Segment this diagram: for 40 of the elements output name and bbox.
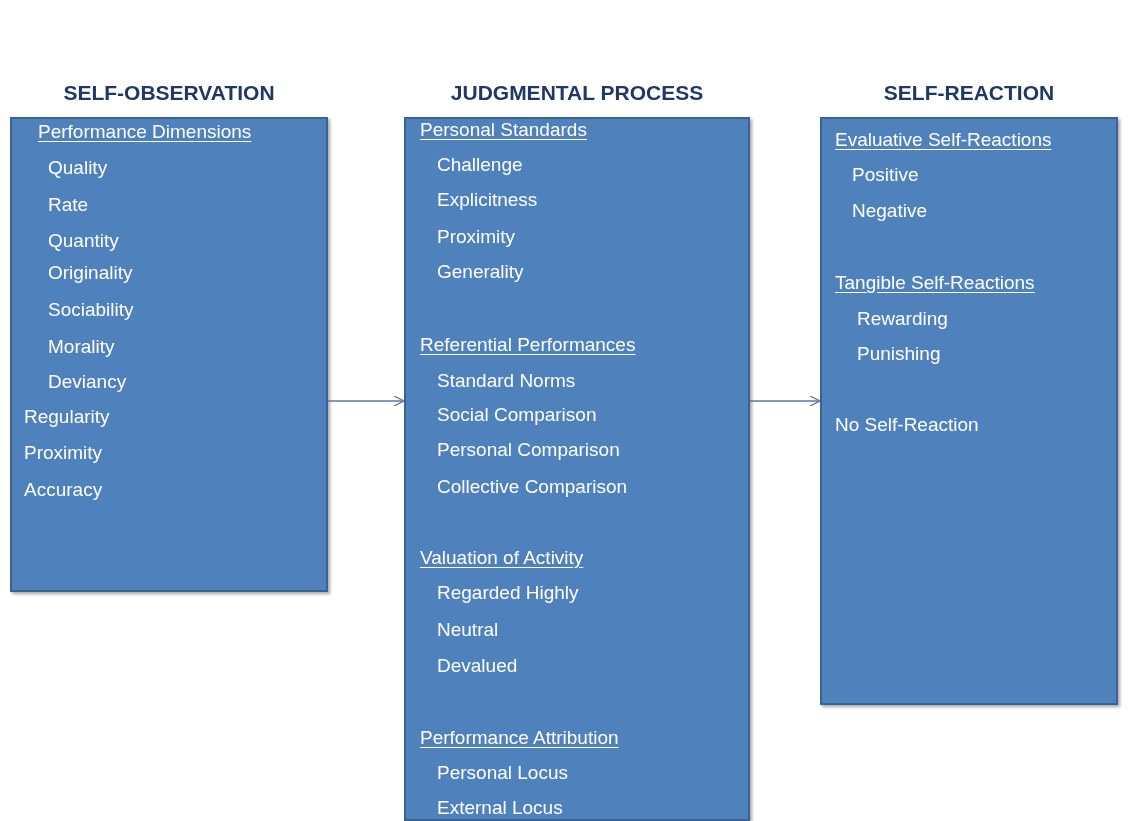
list-item: No Self-Reaction xyxy=(835,413,979,437)
list-item: Neutral xyxy=(437,618,499,642)
category-heading: Performance Dimensions xyxy=(38,120,252,144)
arrow xyxy=(749,395,821,407)
category-heading: Performance Attribution xyxy=(420,726,619,750)
list-item: Personal Locus xyxy=(437,761,568,785)
list-item: Standard Norms xyxy=(437,369,576,393)
list-item: Quantity xyxy=(48,229,119,253)
column-heading: JUDGMENTAL PROCESS xyxy=(449,80,705,106)
list-item: Proximity xyxy=(437,225,516,249)
column-heading: SELF-REACTION xyxy=(882,80,1056,106)
category-heading: Personal Standards xyxy=(420,118,587,142)
list-item: Generality xyxy=(437,260,524,284)
list-item: Devalued xyxy=(437,654,518,678)
list-item: Challenge xyxy=(437,153,523,177)
list-item: Originality xyxy=(48,261,133,285)
list-item: Negative xyxy=(852,199,927,223)
category-heading: Referential Performances xyxy=(420,333,636,357)
list-item: Quality xyxy=(48,156,108,180)
list-item: Proximity xyxy=(24,441,103,465)
list-item: Collective Comparison xyxy=(437,475,628,499)
list-item: Regularity xyxy=(24,405,110,429)
list-item: Positive xyxy=(852,163,919,187)
arrow xyxy=(327,395,405,407)
list-item: Punishing xyxy=(857,342,941,366)
list-item: Social Comparison xyxy=(437,403,597,427)
list-item: Morality xyxy=(48,335,115,359)
list-item: Sociability xyxy=(48,298,134,322)
list-item: Rewarding xyxy=(857,307,948,331)
category-heading: Tangible Self-Reactions xyxy=(835,271,1035,295)
list-item: Regarded Highly xyxy=(437,581,579,605)
list-item: External Locus xyxy=(437,796,563,820)
list-item: Rate xyxy=(48,193,89,217)
column-heading: SELF-OBSERVATION xyxy=(62,80,276,106)
category-heading: Evaluative Self-Reactions xyxy=(835,128,1052,152)
list-item: Deviancy xyxy=(48,370,127,394)
list-item: Explicitness xyxy=(437,188,538,212)
category-heading: Valuation of Activity xyxy=(420,546,584,570)
list-item: Accuracy xyxy=(24,478,103,502)
list-item: Personal Comparison xyxy=(437,438,620,462)
